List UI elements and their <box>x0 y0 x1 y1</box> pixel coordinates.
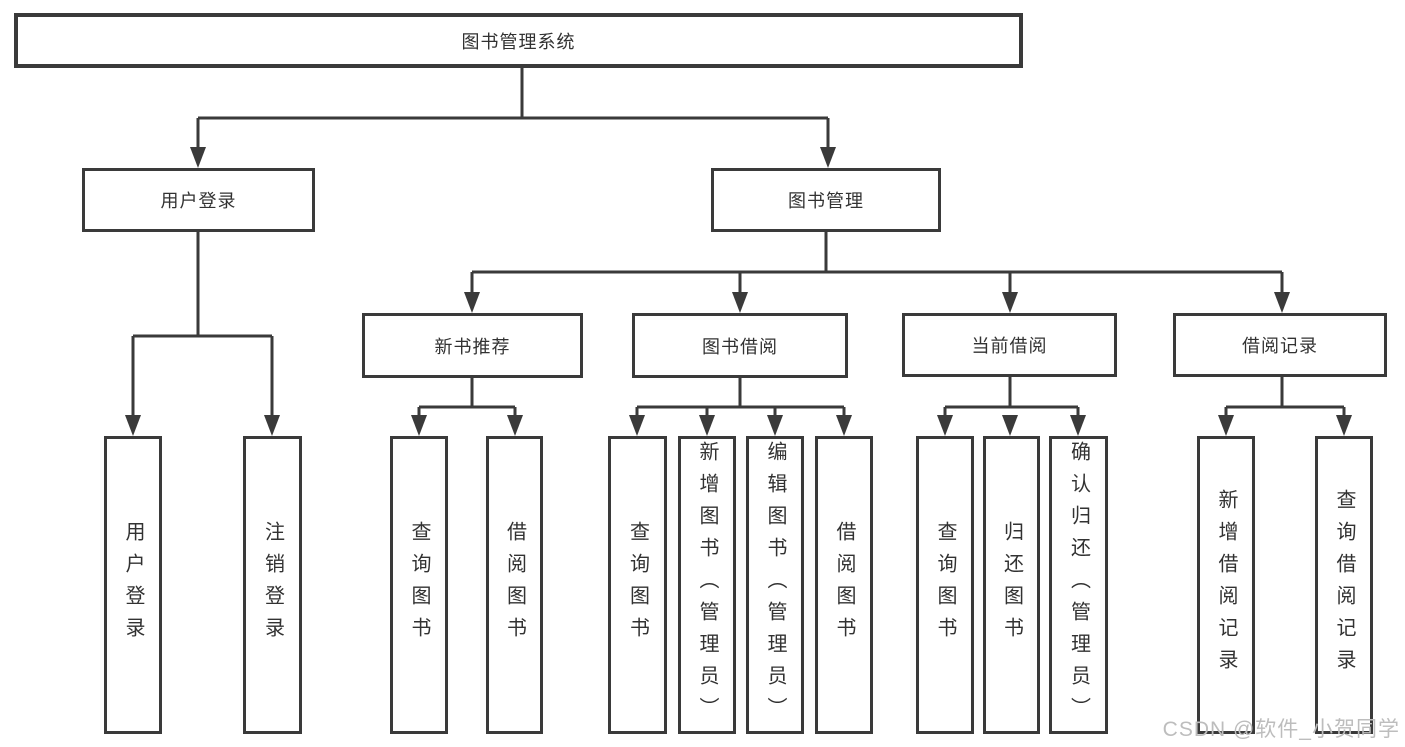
node-library-system: 图书管理系统 <box>14 13 1023 68</box>
csdn-watermark: CSDN @软件_小贺同学 <box>1162 718 1400 741</box>
node-book-borrow: 图书借阅 <box>632 313 848 378</box>
node-current-borrow: 当前借阅 <box>902 313 1117 377</box>
node-new-book-recommend: 新书推荐 <box>362 313 583 378</box>
leaf-confirm-return-admin: 确认归还（管理员） <box>1049 436 1108 734</box>
leaf-query-books-1: 查询图书 <box>390 436 448 734</box>
leaf-edit-books-admin: 编辑图书（管理员） <box>746 436 804 734</box>
leaf-borrow-books-2: 借阅图书 <box>815 436 873 734</box>
leaf-query-borrow-record: 查询借阅记录 <box>1315 436 1373 734</box>
leaf-add-borrow-record: 新增借阅记录 <box>1197 436 1255 734</box>
leaf-return-books: 归还图书 <box>983 436 1040 734</box>
leaf-logout: 注销登录 <box>243 436 302 734</box>
leaf-add-books-admin: 新增图书（管理员） <box>678 436 736 734</box>
arrowheads <box>125 147 1352 436</box>
leaf-query-books-2: 查询图书 <box>608 436 667 734</box>
leaf-borrow-books-1: 借阅图书 <box>486 436 543 734</box>
node-borrow-records: 借阅记录 <box>1173 313 1387 377</box>
node-user-login: 用户登录 <box>82 168 315 232</box>
leaf-user-login: 用户登录 <box>104 436 162 734</box>
node-book-management: 图书管理 <box>711 168 941 232</box>
leaf-query-books-3: 查询图书 <box>916 436 974 734</box>
